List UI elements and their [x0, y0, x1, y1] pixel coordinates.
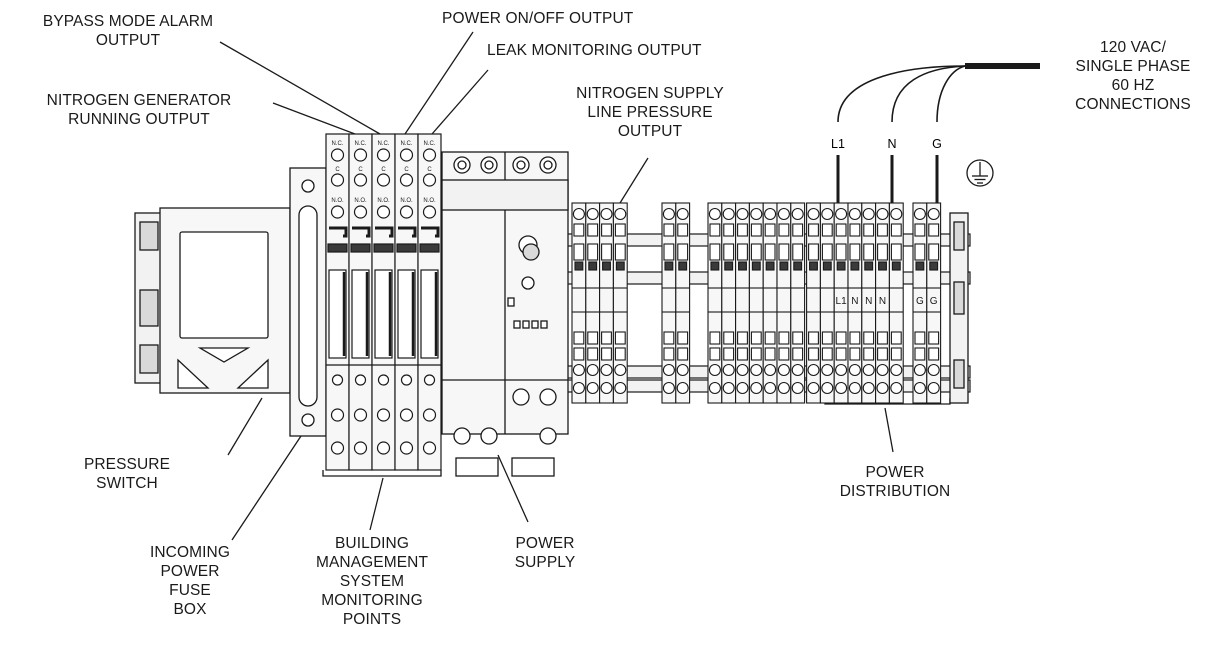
- terminal-block: [790, 202, 806, 404]
- wire-label-n: N: [887, 137, 896, 151]
- relay-nc-label: N.C.: [355, 141, 367, 147]
- terminal-block: [762, 202, 778, 404]
- terminal-block: N: [875, 202, 890, 404]
- relay-nc-label: N.C.: [332, 141, 344, 147]
- terminal-label: L1: [836, 296, 848, 307]
- relay-no-label: N.O.: [354, 198, 367, 204]
- terminal-block: [675, 202, 691, 404]
- relay-nc-label: N.C.: [424, 141, 436, 147]
- terminal-block: [721, 202, 737, 404]
- relay-nc-label: N.C.: [378, 141, 390, 147]
- wire-label-l1: L1: [831, 137, 845, 151]
- relay-module: N.C. C N.O.: [325, 133, 350, 471]
- terminal-block: [748, 202, 764, 404]
- relay-c-label: C: [381, 167, 386, 173]
- relay-module: N.C. C N.O.: [348, 133, 373, 471]
- relay-module: N.C. C N.O.: [371, 133, 396, 471]
- relay-c-label: C: [335, 167, 340, 173]
- terminal-block: G: [912, 202, 928, 404]
- leader-power-onoff: [404, 31, 474, 135]
- leader-incoming-power: [231, 432, 304, 541]
- relay-no-label: N.O.: [377, 198, 390, 204]
- leader-nitrogen-supply: [619, 157, 649, 204]
- leader-nitrogen-generator: [272, 102, 356, 135]
- terminal-label: N: [865, 296, 872, 307]
- label-power-onoff: POWER ON/OFF OUTPUT: [442, 10, 634, 27]
- terminal-block: [735, 202, 750, 404]
- relay-no-label: N.O.: [423, 198, 436, 204]
- terminal-block: [888, 202, 904, 404]
- terminal-block: N: [861, 202, 877, 404]
- leader-bms: [369, 477, 384, 531]
- terminal-block: [819, 202, 835, 404]
- ground-icon: [966, 159, 994, 187]
- terminal-block: [661, 202, 677, 404]
- fuse-box-device: [289, 167, 327, 437]
- terminal-block: [806, 202, 821, 404]
- wire-g: [936, 65, 966, 123]
- relay-c-label: C: [404, 167, 409, 173]
- leader-bypass-alarm: [219, 41, 381, 135]
- relay-module: N.C. C N.O.: [417, 133, 442, 471]
- leader-power-supply: [497, 454, 529, 523]
- pressure-switch-device: [134, 207, 291, 394]
- terminal-block: N: [847, 202, 863, 404]
- wire-label-g: G: [932, 137, 942, 151]
- terminal-block: [776, 202, 792, 404]
- bms-relays: N.C.CN.O.N.C.CN.O.N.C.CN.O.N.C.CN.O.N.C.…: [325, 133, 442, 471]
- terminal-block: L1: [833, 202, 849, 404]
- relay-no-label: N.O.: [331, 198, 344, 204]
- wire-n: [891, 65, 966, 123]
- terminal-block: G: [926, 202, 942, 404]
- relay-nc-label: N.C.: [401, 141, 413, 147]
- wire-l1: [837, 65, 966, 123]
- incoming-wires: [836, 63, 1040, 203]
- relay-c-label: C: [427, 167, 432, 173]
- terminal-label: G: [916, 296, 924, 307]
- end-stop: [949, 212, 969, 404]
- bracket-bms: [322, 470, 442, 477]
- power-supply-device: [441, 151, 569, 477]
- leader-leak-monitoring: [431, 69, 489, 135]
- terminal-block: [707, 202, 723, 404]
- relay-c-label: C: [358, 167, 363, 173]
- terminal-label: N: [851, 296, 858, 307]
- terminal-block: [571, 202, 587, 404]
- terminal-label: G: [930, 296, 938, 307]
- leader-power-distribution: [884, 407, 894, 453]
- relay-no-label: N.O.: [400, 198, 413, 204]
- terminal-block: [612, 202, 628, 404]
- terminal-block: [585, 202, 601, 404]
- label-leak-monitoring: LEAK MONITORING OUTPUT: [487, 42, 702, 59]
- terminal-label: N: [879, 296, 886, 307]
- relay-module: N.C. C N.O.: [394, 133, 419, 471]
- terminal-block: [599, 202, 614, 404]
- leader-pressure-switch: [227, 397, 263, 456]
